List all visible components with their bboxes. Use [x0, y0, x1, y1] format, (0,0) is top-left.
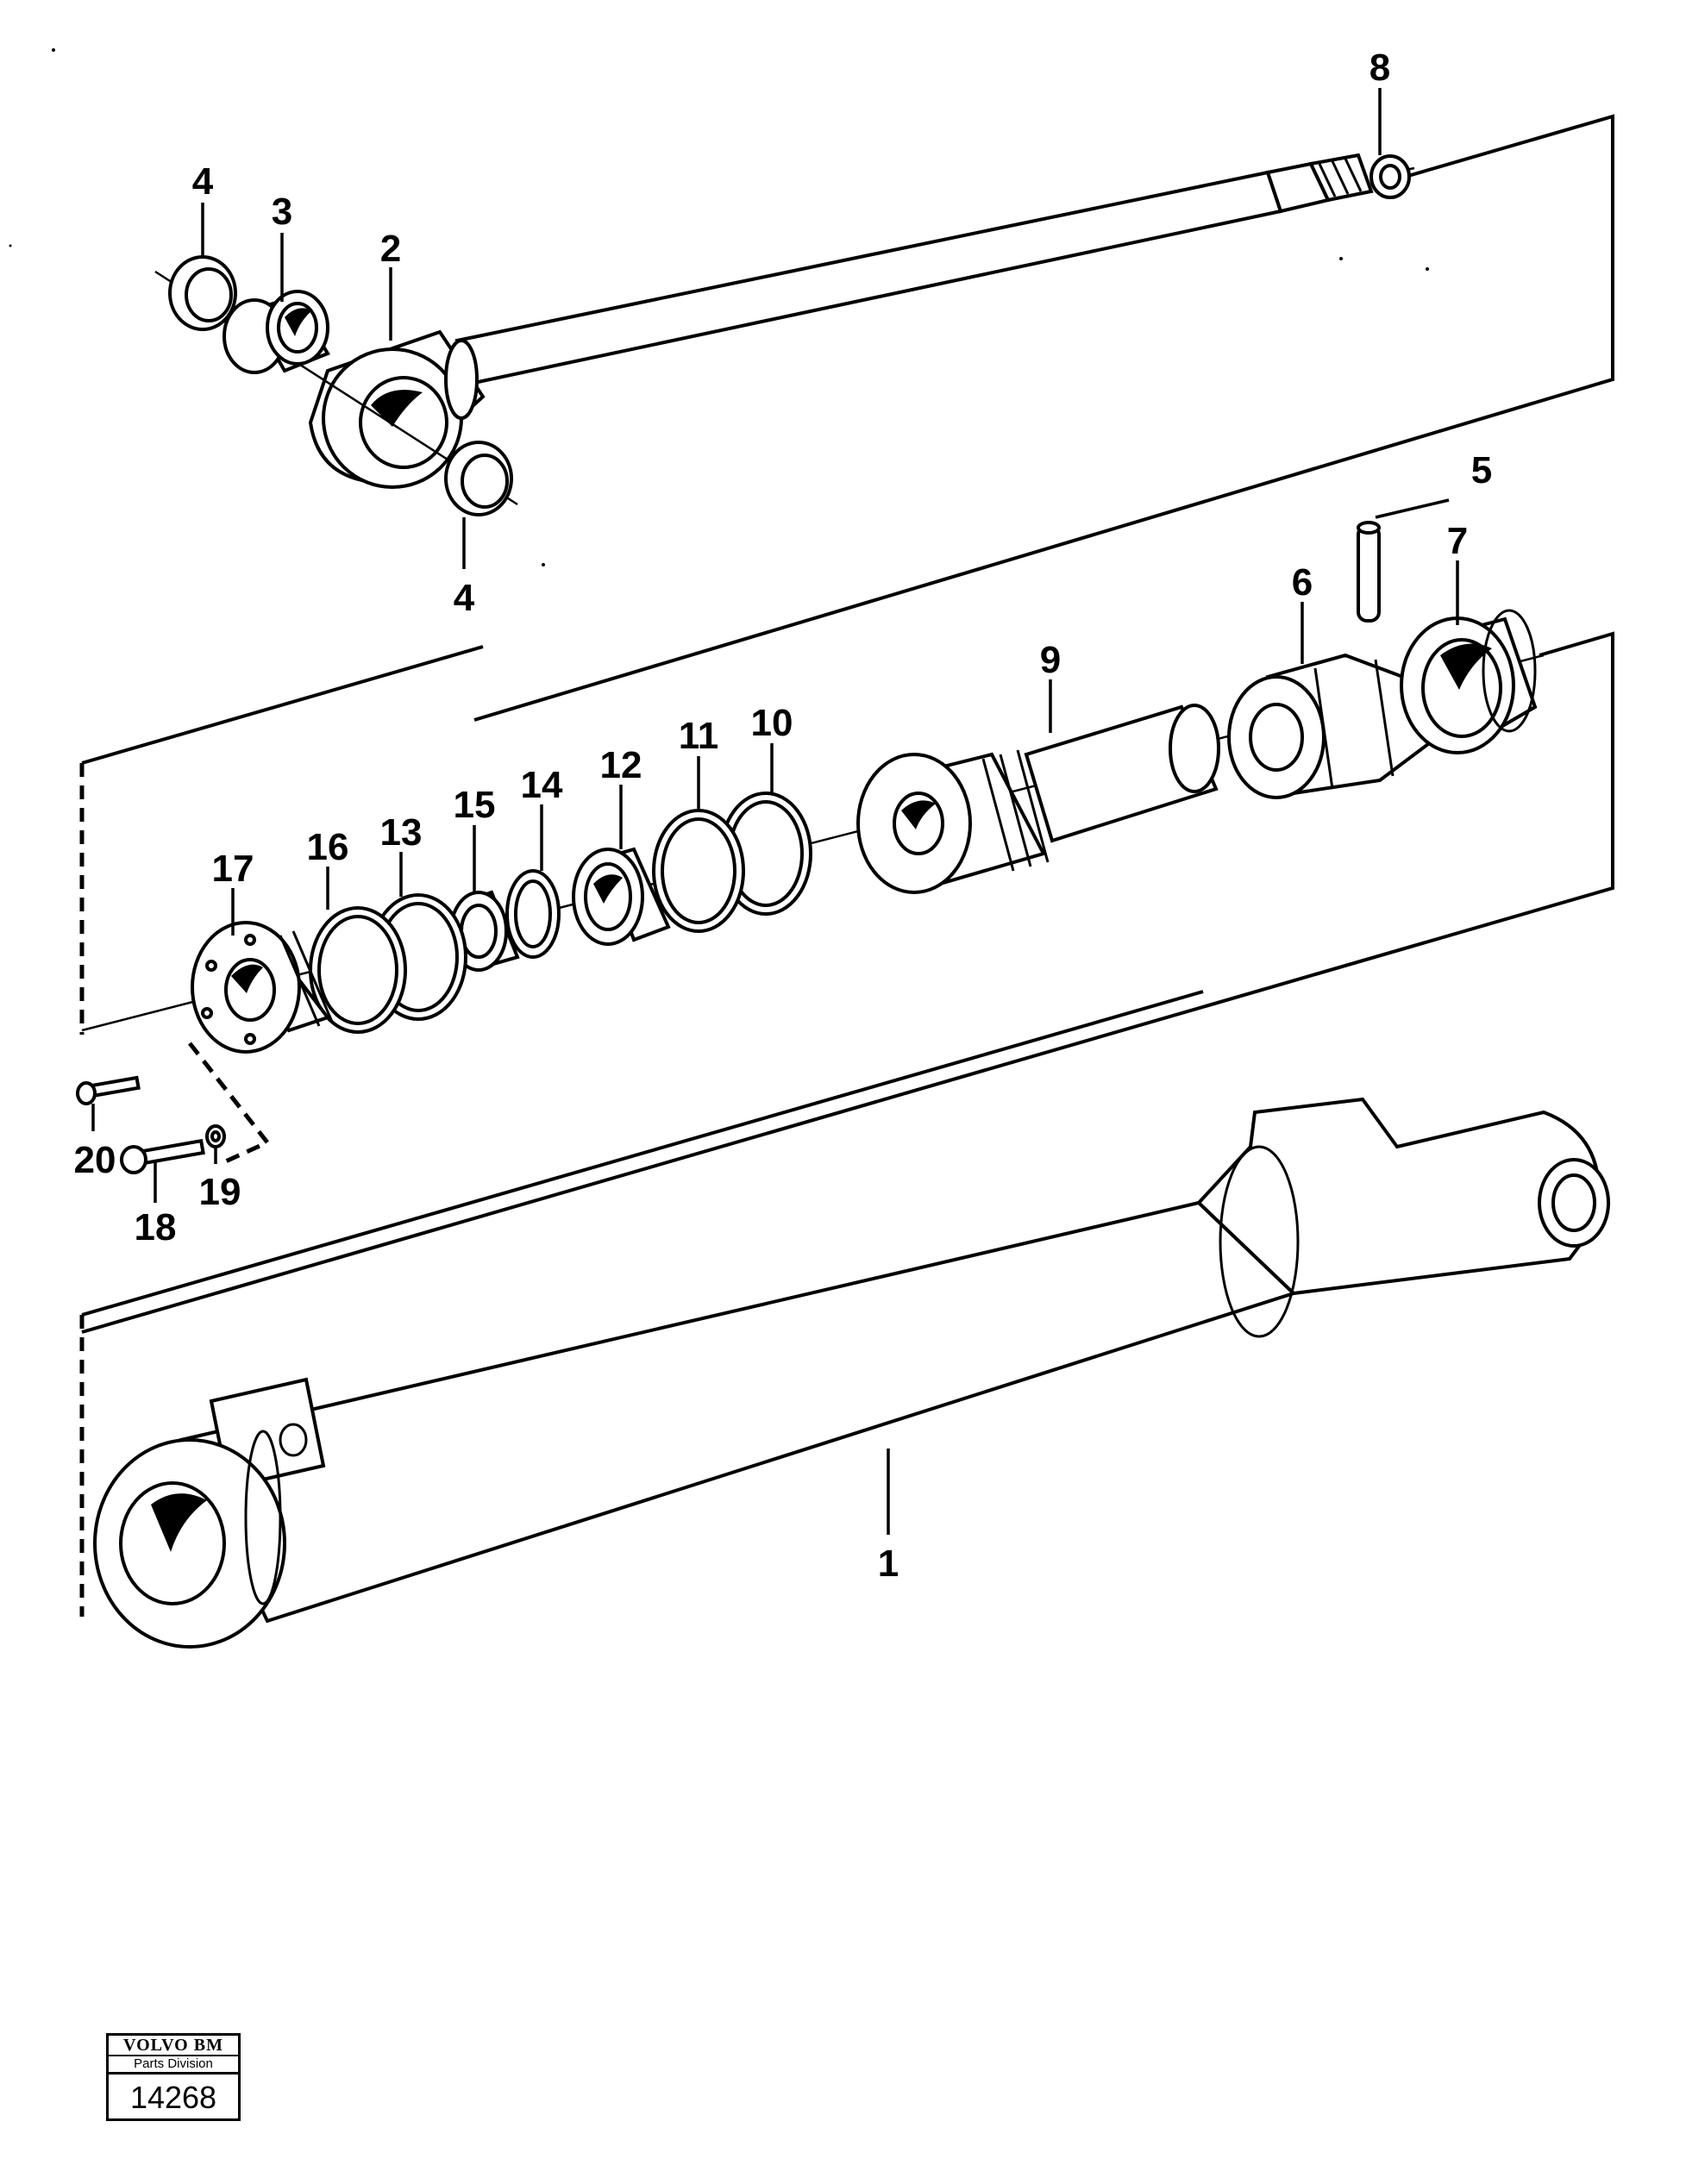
tube-group-frame	[79, 990, 1204, 1617]
part-8-washer	[1369, 154, 1411, 199]
callout-6: 6	[1292, 561, 1313, 604]
callout-leaders	[91, 88, 1459, 1535]
callout-20: 20	[74, 1139, 116, 1181]
part-18-bolt	[120, 1138, 205, 1174]
part-12-bushing	[572, 847, 671, 946]
logo-brand: VOLVO BM	[109, 2036, 238, 2056]
callout-7: 7	[1447, 520, 1468, 562]
part-11-ring	[652, 809, 745, 933]
logo-division: Parts Division	[109, 2056, 238, 2074]
part-3-bushing	[223, 290, 330, 374]
callout-12: 12	[600, 744, 642, 786]
callout-15: 15	[454, 784, 496, 826]
piston-group-frame	[79, 631, 1614, 1334]
callout-5: 5	[1471, 449, 1492, 491]
callout-4b: 4	[454, 577, 475, 619]
callout-labels: 1 2 3 4 4 5 6 7 8 9 10 11 12 13 14 15 16…	[74, 47, 1493, 1585]
part-19-washer	[205, 1124, 226, 1148]
part-7-piston	[1400, 609, 1538, 754]
callout-8: 8	[1369, 47, 1390, 89]
part-4-circlip-lower	[444, 441, 513, 516]
callout-19: 19	[199, 1171, 241, 1213]
volvo-bm-logo: VOLVO BM Parts Division 14268	[106, 2033, 241, 2121]
callout-14: 14	[521, 764, 563, 806]
callout-13: 13	[380, 811, 423, 854]
logo-drawing-number: 14268	[129, 2080, 217, 2115]
callout-16: 16	[307, 826, 349, 868]
part-6-nut	[1227, 653, 1434, 799]
print-specks	[9, 48, 1429, 566]
part-1-cylinder-tube	[93, 1097, 1610, 1649]
part-17-end-cap	[191, 921, 334, 1054]
callout-1: 1	[878, 1543, 899, 1585]
callout-17: 17	[212, 848, 254, 890]
callout-3: 3	[272, 191, 292, 233]
rod-group-frame	[473, 114, 1614, 722]
callout-2: 2	[380, 228, 401, 270]
callout-9: 9	[1040, 639, 1061, 681]
part-9-cylinder-head	[856, 704, 1220, 894]
part-14-scraper	[505, 869, 561, 959]
part-20-bolt	[76, 1075, 141, 1105]
part-5-pin	[1357, 521, 1381, 623]
part-4-circlip-upper	[168, 255, 237, 331]
part-16-oring	[309, 906, 407, 1034]
callout-4a: 4	[192, 160, 214, 203]
callout-18: 18	[135, 1206, 177, 1248]
piston-rod	[454, 153, 1415, 386]
callout-10: 10	[751, 702, 793, 744]
callout-11: 11	[679, 715, 719, 757]
